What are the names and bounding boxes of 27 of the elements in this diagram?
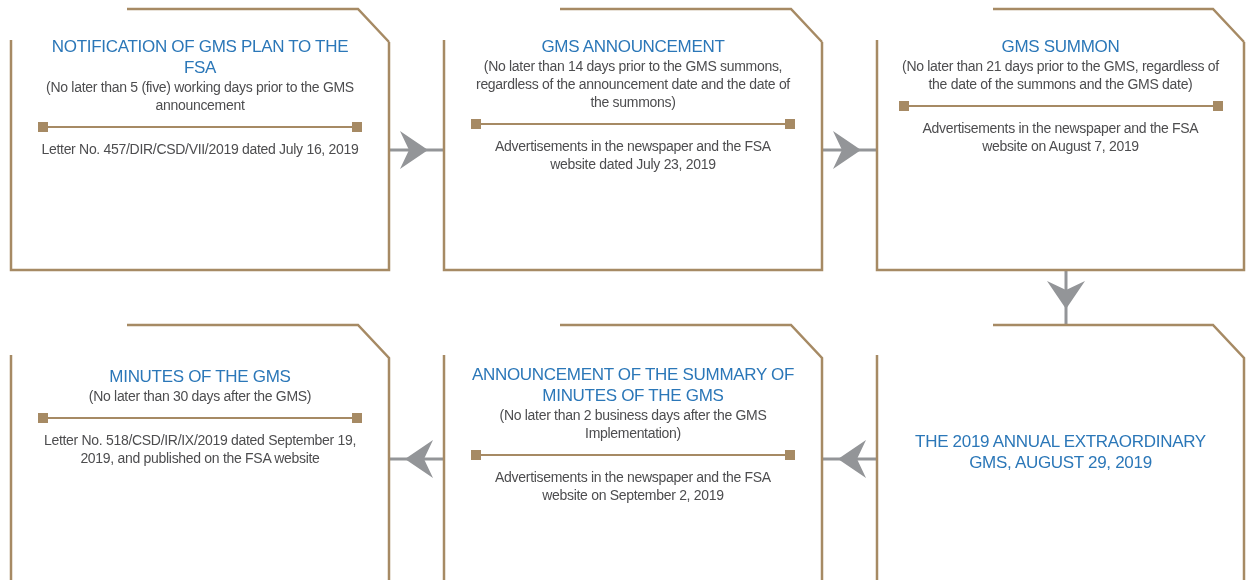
process-box	[10, 8, 390, 270]
step-deadline: (No later than 21 days prior to the GMS, regardless of the date of the summons and the GMS date)	[901, 57, 1221, 93]
step-title: GMS SUMMON	[1001, 36, 1120, 57]
step-detail: Advertisements in the newspaper and the FSA website on August 7, 2019	[921, 119, 1200, 155]
step-detail: Advertisements in the newspaper and the FSA website on September 2, 2019	[494, 468, 772, 504]
chevron-arrow	[390, 440, 443, 478]
step-title: ANNOUNCEMENT OF THE SUMMARY OF MINUTES OF THE GMS	[470, 364, 796, 406]
step-detail: Advertisements in the newspaper and the FSA website dated July 23, 2019	[494, 137, 772, 173]
step-title: THE 2019 ANNUAL EXTRAORDINARY GMS, AUGUST 29, 2019	[914, 431, 1207, 473]
process-box	[443, 324, 823, 580]
chevron-arrow	[823, 131, 876, 169]
step-deadline: (No later than 14 days prior to the GMS summons, regardless of the announcement date and the date of the summons)	[475, 57, 792, 111]
step-title: NOTIFICATION OF GMS PLAN TO THE FSA	[50, 36, 350, 78]
step-deadline: (No later than 30 days after the GMS)	[88, 387, 312, 405]
step-title: GMS ANNOUNCEMENT	[541, 36, 725, 57]
chevron-arrow	[823, 440, 876, 478]
process-box	[876, 324, 1245, 580]
step-title: MINUTES OF THE GMS	[109, 366, 291, 387]
chevron-arrow	[1047, 270, 1085, 324]
chevron-arrow	[390, 131, 443, 169]
step-detail: Letter No. 518/CSD/IR/IX/2019 dated September 19, 2019, and published on the FSA website	[42, 431, 358, 467]
process-box	[443, 8, 823, 270]
step-deadline: (No later than 5 (five) working days prior to the GMS announcement	[45, 78, 355, 114]
process-box	[876, 8, 1245, 270]
step-detail: Letter No. 457/DIR/CSD/VII/2019 dated July 16, 2019	[41, 140, 359, 158]
process-box	[10, 324, 390, 580]
step-deadline: (No later than 2 business days after the GMS Implementation)	[498, 406, 768, 442]
